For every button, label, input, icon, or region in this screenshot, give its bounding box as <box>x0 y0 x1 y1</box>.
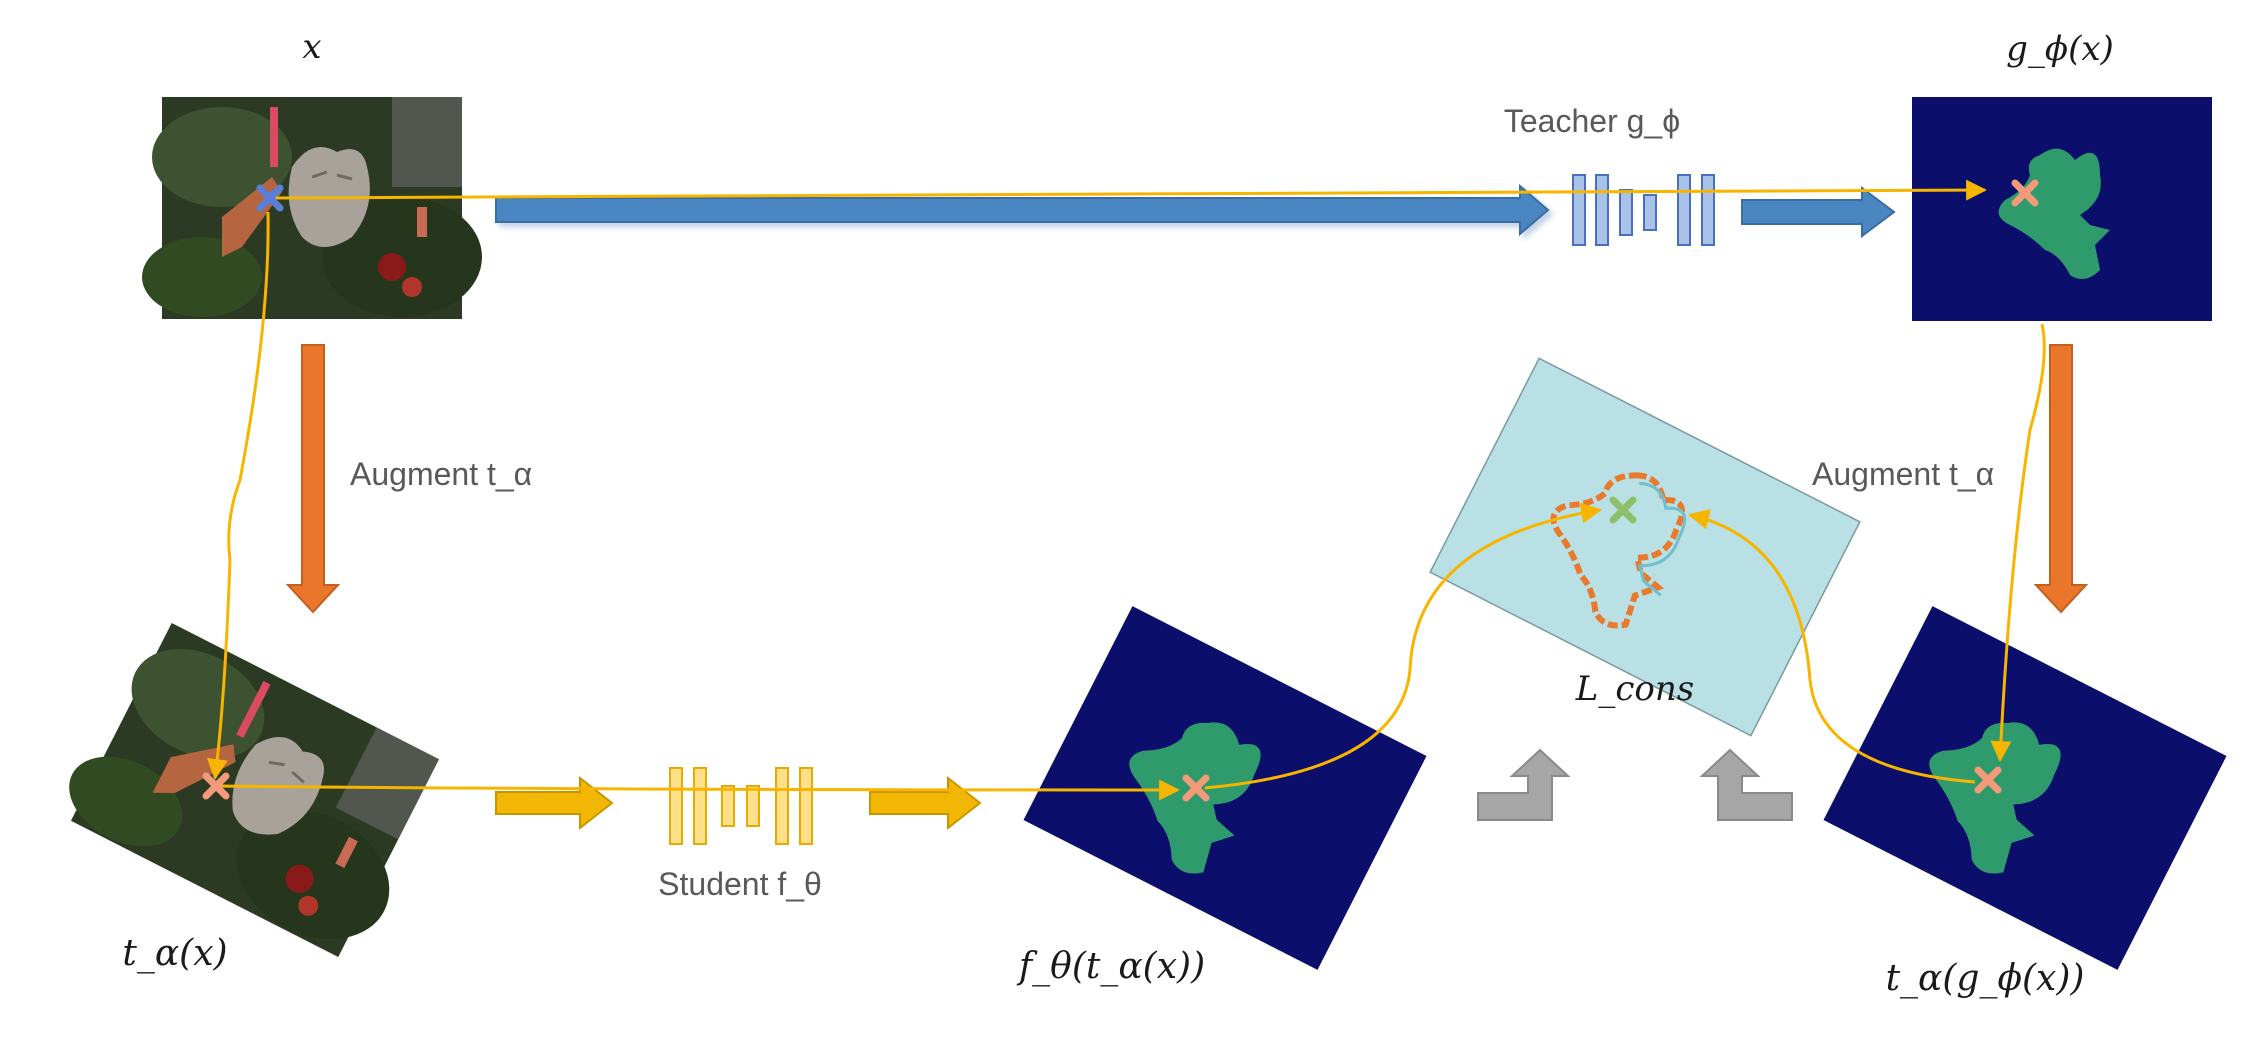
trace-lines <box>206 179 2046 801</box>
student-label: Student f_θ <box>658 866 822 902</box>
cross-marker-icon <box>256 184 284 212</box>
teacher-output-label: g_ϕ(x) <box>2006 29 2114 69</box>
augmented-input-image <box>51 612 459 968</box>
input-image <box>140 95 484 321</box>
augment-label-left: Augment t_α <box>350 456 532 492</box>
student-arrow-left <box>495 775 614 831</box>
student-arrow-right <box>869 775 982 831</box>
teacher-arrow-right <box>1741 186 1896 238</box>
augment-label-right: Augment t_α <box>1812 456 1994 492</box>
teacher-output-mask <box>1912 97 2212 321</box>
teacher-arrow-left <box>495 183 1554 241</box>
feedback-arrow-left <box>1477 748 1571 821</box>
augmented-input-label: t_α(x) <box>122 933 227 974</box>
student-output-mask <box>1023 606 1427 970</box>
cross-marker-icon <box>1182 774 1210 802</box>
feedback-arrow-right <box>1699 748 1793 821</box>
teacher-network-bars-icon <box>1572 174 1715 246</box>
cross-marker-icon <box>1609 496 1637 524</box>
cross-marker-icon <box>2011 179 2039 207</box>
augmented-teacher-output-mask <box>1823 606 2227 970</box>
cross-marker-icon <box>1974 766 2002 794</box>
augment-arrow-left <box>285 344 341 614</box>
loss-label: L_cons <box>1575 669 1694 709</box>
augmented-teacher-output-label: t_α(g_ϕ(x)) <box>1886 958 2085 999</box>
student-output-label: f_θ(t_α(x)) <box>1016 946 1205 987</box>
augment-arrow-right <box>2033 344 2089 614</box>
cross-marker-icon <box>202 772 230 800</box>
input-image-label: x <box>302 27 321 67</box>
student-network-bars-icon <box>669 767 813 845</box>
teacher-label: Teacher g_ϕ <box>1504 103 1680 139</box>
